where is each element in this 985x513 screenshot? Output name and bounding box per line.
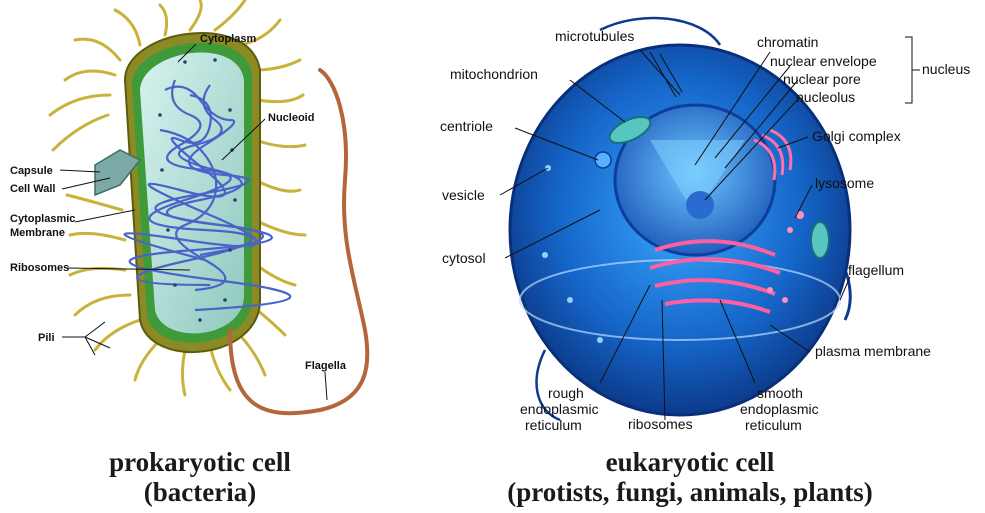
label-rough-er-line2: endoplasmic	[520, 401, 599, 417]
prokaryote-caption: prokaryotic cell (bacteria)	[55, 447, 345, 507]
prokaryote-caption-line2: (bacteria)	[55, 477, 345, 507]
label-smooth-er-line1: smooth	[757, 385, 803, 401]
label-cell-wall: Cell Wall	[10, 183, 55, 195]
label-ribosomes-prokaryote: Ribosomes	[10, 262, 69, 274]
label-nucleus: nucleus	[922, 61, 970, 77]
label-capsule: Capsule	[10, 165, 53, 177]
label-microtubules: microtubules	[555, 28, 634, 44]
label-chromatin: chromatin	[757, 34, 818, 50]
label-mitochondrion: mitochondrion	[450, 66, 538, 82]
label-nucleolus: nucleolus	[796, 89, 855, 105]
label-flagellum: flagellum	[848, 262, 904, 278]
label-nuclear-envelope: nuclear envelope	[770, 53, 877, 69]
label-cytoplasmic-membrane-line1: Cytoplasmic	[10, 213, 75, 225]
label-cytosol: cytosol	[442, 250, 486, 266]
label-lysosome: lysosome	[815, 175, 874, 191]
eukaryote-caption: eukaryotic cell (protists, fungi, animal…	[430, 447, 950, 507]
label-smooth-er-line2: endoplasmic	[740, 401, 819, 417]
label-cytoplasmic-membrane-line2: Membrane	[10, 227, 65, 239]
prokaryotic-cell-illustration	[50, 0, 367, 413]
mitochondrion-body-2	[811, 222, 829, 258]
label-centriole: centriole	[440, 118, 493, 134]
eukaryote-caption-line2: (protists, fungi, animals, plants)	[430, 477, 950, 507]
label-pili: Pili	[38, 332, 55, 344]
label-smooth-er-line3: reticulum	[745, 417, 802, 433]
label-plasma-membrane: plasma membrane	[815, 343, 931, 359]
label-rough-er-line1: rough	[548, 385, 584, 401]
label-rough-er-line3: reticulum	[525, 417, 582, 433]
label-cytoplasm: Cytoplasm	[200, 33, 256, 45]
label-flagella: Flagella	[305, 360, 347, 372]
label-nuclear-pore: nuclear pore	[783, 71, 861, 87]
label-ribosomes-eukaryote: ribosomes	[628, 416, 693, 432]
eukaryote-caption-line1: eukaryotic cell	[430, 447, 950, 477]
label-vesicle: vesicle	[442, 187, 485, 203]
prokaryote-caption-line1: prokaryotic cell	[55, 447, 345, 477]
label-golgi-complex: Golgi complex	[812, 128, 901, 144]
label-nucleoid: Nucleoid	[268, 112, 314, 124]
